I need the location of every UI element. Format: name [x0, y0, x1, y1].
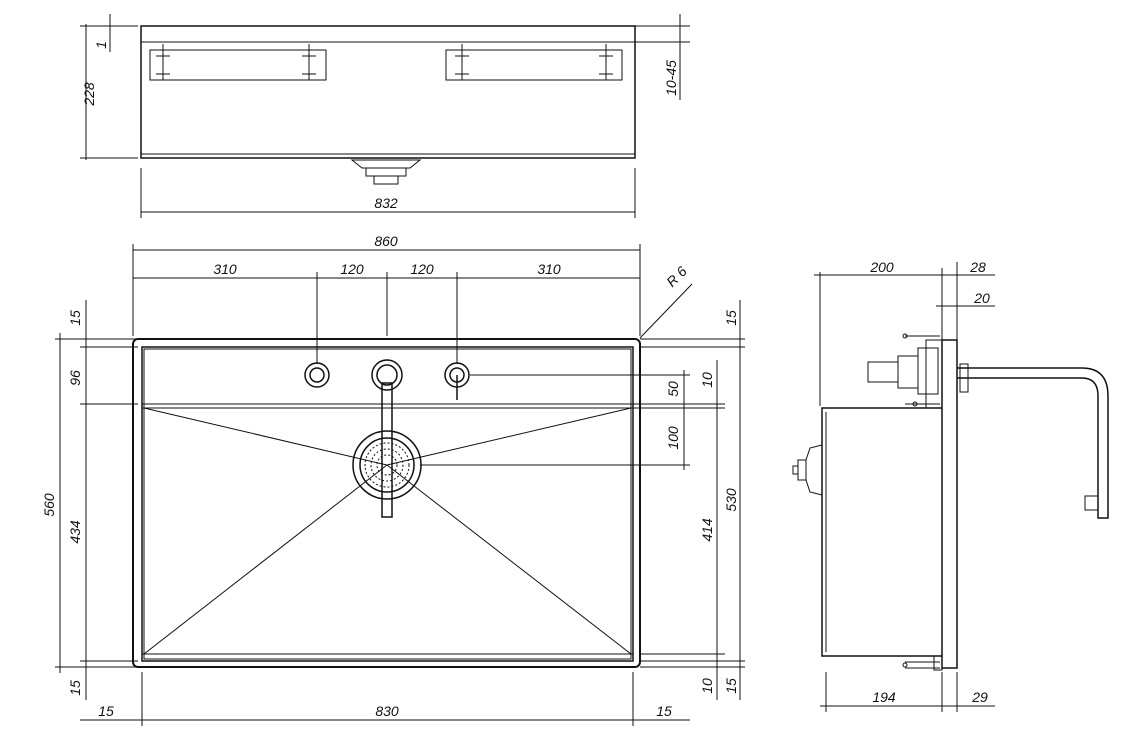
side-tap-spout — [957, 367, 1109, 519]
dim-15-left-top: 15 — [67, 310, 83, 326]
dim-15-right-bottom: 15 — [723, 678, 739, 694]
dim-194: 194 — [872, 689, 896, 705]
tap-hole-right — [444, 362, 470, 400]
basin-slope-lines — [143, 407, 632, 655]
top-elevation-view: 228 1 10-45 832 — [80, 14, 690, 218]
dim-830: 830 — [375, 703, 399, 719]
dim-10-45: 10-45 — [663, 60, 679, 96]
dim-414: 414 — [699, 518, 715, 542]
plan-view: 860 310 120 120 310 R 6 — [41, 233, 745, 726]
dim-20: 20 — [973, 290, 990, 306]
sink-basin — [143, 348, 632, 660]
dim-96: 96 — [67, 370, 83, 386]
dim-310-left: 310 — [213, 261, 237, 277]
clamp-bracket-left — [149, 49, 327, 81]
dim-15-bottom-right: 15 — [656, 703, 672, 719]
drain-strainer — [352, 430, 422, 500]
dim-434: 434 — [67, 520, 83, 544]
tap-hole-center — [371, 359, 403, 391]
dim-15-right-top: 15 — [723, 310, 739, 326]
dim-28: 28 — [969, 259, 986, 275]
side-basin-body — [821, 407, 942, 657]
tap-mount-assembly — [867, 333, 943, 409]
side-view: 200 28 20 — [792, 259, 1109, 712]
dim-15-left-bottom: 15 — [67, 680, 83, 696]
dim-15-bottom-left: 15 — [98, 703, 114, 719]
clamp-screw-1 — [156, 44, 170, 80]
side-drain — [792, 444, 823, 496]
dim-860: 860 — [374, 233, 398, 249]
dim-832: 832 — [374, 195, 398, 211]
dim-10-right-top: 10 — [699, 372, 715, 388]
dim-310-right: 310 — [537, 261, 561, 277]
clamp-screw-3 — [455, 44, 469, 80]
tap-hole-left — [304, 362, 330, 388]
clamp-screw-2 — [302, 44, 316, 80]
bottom-clip — [902, 655, 943, 671]
sink-inner-rim — [141, 346, 634, 662]
tap-spout — [381, 382, 393, 518]
dim-1: 1 — [93, 41, 109, 49]
dim-100: 100 — [665, 426, 681, 450]
dim-560: 560 — [41, 493, 57, 517]
clamp-bracket-right — [445, 49, 623, 81]
dim-50: 50 — [665, 381, 681, 397]
dim-228: 228 — [81, 82, 97, 107]
top-view-body — [140, 25, 636, 159]
dim-120-right: 120 — [410, 261, 434, 277]
dim-29: 29 — [971, 689, 988, 705]
drain-outlet — [350, 159, 422, 185]
dim-120-left: 120 — [340, 261, 364, 277]
dim-10-right-bottom: 10 — [699, 678, 715, 694]
sink-outer-rim — [132, 338, 641, 668]
dim-530: 530 — [723, 488, 739, 512]
worktop-section — [941, 339, 958, 669]
dim-200: 200 — [869, 259, 894, 275]
dim-r6: R 6 — [663, 263, 690, 290]
clamp-screw-4 — [599, 44, 613, 80]
